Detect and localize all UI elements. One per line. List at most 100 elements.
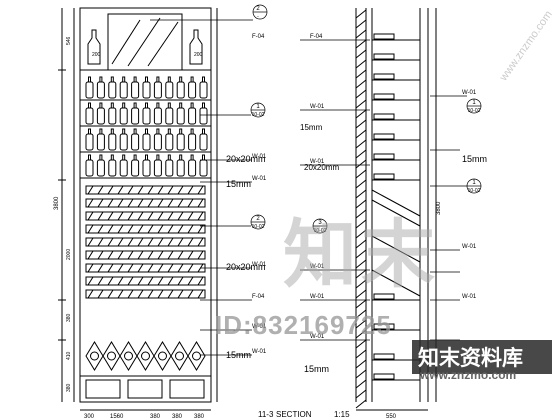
lattice-cell	[170, 341, 189, 371]
material-tag: W-01	[252, 349, 267, 355]
hatch-line	[355, 289, 367, 299]
bottle-neck	[179, 102, 183, 109]
section-scale: 1:15	[334, 410, 350, 419]
shelf-hatch	[137, 198, 144, 208]
bottle-neck	[133, 128, 137, 135]
wine-shelf	[85, 276, 206, 286]
bottle-icon	[176, 159, 185, 177]
shelf-hatch	[117, 237, 124, 247]
shelf-hatch	[167, 198, 174, 208]
elevation-view	[58, 7, 218, 411]
bottle-icon	[165, 81, 174, 99]
material-tag: F-04	[310, 34, 323, 40]
bottle-label: 200	[92, 52, 101, 58]
bottle-neck	[99, 76, 103, 83]
shelf-hatch	[87, 211, 94, 221]
bottle-icon	[176, 107, 185, 125]
bottle-neck	[110, 128, 114, 135]
bottle-neck	[190, 102, 194, 109]
tilted-shelf	[371, 269, 421, 297]
hatch-line	[355, 399, 367, 409]
shelf-hatch	[167, 185, 174, 195]
shelf-hatch	[87, 250, 94, 260]
bottle-neck	[88, 128, 91, 135]
bottle-section-icon	[373, 323, 395, 330]
marker-sheet: 10-02	[468, 188, 481, 194]
hatch-line	[355, 239, 367, 249]
watermark-logo: 知末	[283, 212, 439, 298]
material-tag: F-04	[252, 294, 265, 300]
hatch-line	[355, 129, 367, 139]
bottle-section-icon	[373, 293, 395, 300]
shelf-hatch	[97, 276, 104, 286]
marker-sheet: -	[257, 14, 259, 20]
bottle-section-icon	[373, 133, 395, 140]
hatch-line	[355, 79, 367, 89]
bottle-neck	[99, 102, 103, 109]
shelf-hatch	[107, 250, 114, 260]
dimension-text: 546	[66, 36, 72, 45]
shelf-hatch	[187, 211, 194, 221]
shelf-hatch	[187, 276, 194, 286]
shelf-hatch	[187, 263, 194, 273]
shelf-hatch	[197, 289, 204, 299]
shelf-hatch	[187, 250, 194, 260]
bottle-icon	[131, 159, 140, 177]
lattice-cell	[187, 341, 206, 371]
marker-num: 2	[256, 216, 260, 222]
hatch-line	[355, 159, 367, 169]
hatch-line	[355, 19, 367, 29]
shelf-hatch	[147, 224, 154, 234]
shelf-hatch	[117, 185, 124, 195]
bottle-neck	[88, 154, 91, 161]
shelf-hatch	[177, 224, 184, 234]
bottle-end-icon	[141, 351, 150, 361]
shelf-hatch	[107, 198, 114, 208]
bottle-icon	[165, 133, 174, 151]
marker-num: 1	[256, 104, 260, 110]
bottle-icon	[142, 133, 151, 151]
shelf-hatch	[117, 198, 124, 208]
bottle-icon	[188, 159, 197, 177]
note-text: 20x20mm	[304, 163, 339, 172]
hatch-line	[355, 139, 367, 149]
hatch-line	[355, 369, 367, 379]
hatch-line	[355, 379, 367, 389]
lattice-cell	[136, 341, 155, 371]
material-tag: W-01	[310, 159, 325, 165]
shelf-hatch	[97, 289, 104, 299]
shelf-hatch	[87, 198, 94, 208]
shelf-hatch	[157, 263, 164, 273]
bottle-neck	[167, 128, 171, 135]
material-tag: W-01	[252, 176, 267, 182]
shelf-hatch	[137, 250, 144, 260]
shelf-hatch	[177, 250, 184, 260]
shelf-hatch	[137, 289, 144, 299]
shelf-hatch	[197, 185, 204, 195]
bottle-section-icon	[373, 93, 395, 100]
dimension-text: 380	[66, 383, 72, 392]
bottle-icon	[142, 159, 151, 177]
bottle-icon	[188, 107, 197, 125]
shelf-hatch	[137, 211, 144, 221]
bottle-icon	[96, 159, 105, 177]
bottle-icon	[199, 159, 208, 177]
note-text: 15mm	[300, 123, 323, 132]
shelf-hatch	[137, 237, 144, 247]
bottle-neck	[167, 76, 171, 83]
hatch-line	[355, 59, 367, 69]
shelf-hatch	[127, 198, 134, 208]
lattice-cell	[119, 341, 138, 371]
bottle-icon	[189, 29, 203, 65]
bottle-neck	[145, 76, 148, 83]
wine-shelf	[85, 185, 206, 195]
shelf-hatch	[147, 276, 154, 286]
bottle-icon	[188, 81, 197, 99]
shelf-hatch	[197, 211, 204, 221]
material-tag: W-01	[462, 294, 477, 300]
shelf-hatch	[147, 211, 154, 221]
wine-shelf	[85, 198, 206, 208]
bottle-neck	[179, 128, 183, 135]
hatch-line	[355, 349, 367, 359]
section-title: SECTION	[276, 410, 312, 419]
